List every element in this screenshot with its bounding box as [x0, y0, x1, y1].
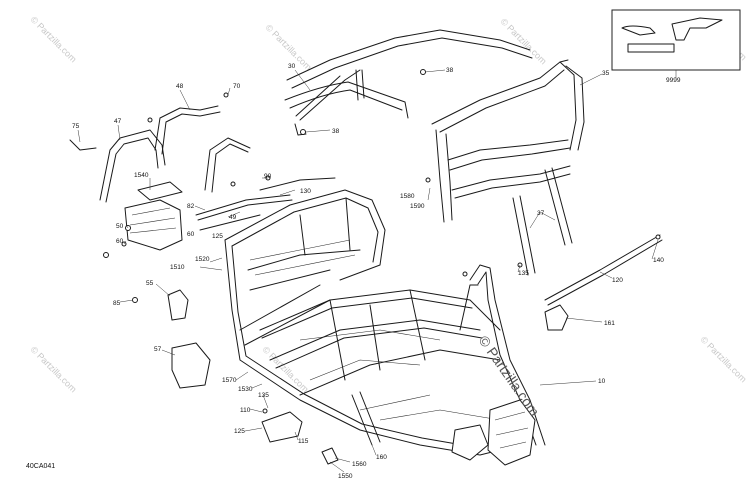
- callout-35: 35: [602, 70, 610, 77]
- callout-9999: 9999: [666, 77, 681, 84]
- front-bracket: [103, 181, 183, 258]
- callout-160: 160: [376, 454, 387, 461]
- callout-135: 135: [258, 392, 269, 399]
- main-frame: [224, 189, 546, 466]
- callout-85: 85: [113, 300, 121, 307]
- watermark-tile: © Partzilla.com: [29, 344, 79, 394]
- watermark-tile: © Partzilla.com: [29, 14, 79, 64]
- watermark-tile: © Partzilla.com: [499, 16, 549, 66]
- callout-1530: 1530: [238, 386, 253, 393]
- callout-1510: 1510: [170, 264, 185, 271]
- callout-161: 161: [604, 320, 615, 327]
- callout-60: 60: [187, 231, 195, 238]
- kit-plate: [627, 43, 675, 53]
- callout-125: 125: [234, 428, 245, 435]
- callout-60: 60: [116, 238, 124, 245]
- callout-75: 75: [72, 123, 80, 130]
- callout-1560: 1560: [352, 461, 367, 468]
- callout-70: 70: [233, 83, 241, 90]
- callout-30: 30: [288, 63, 296, 70]
- callout-82: 82: [187, 203, 195, 210]
- callout-140: 140: [653, 257, 664, 264]
- callout-1540: 1540: [134, 172, 149, 179]
- side-rails: [195, 177, 336, 231]
- callout-1550: 1550: [338, 473, 353, 480]
- callout-1590: 1590: [410, 203, 425, 210]
- callout-120: 120: [612, 277, 623, 284]
- callout-48: 48: [176, 83, 184, 90]
- callout-115: 115: [298, 438, 309, 445]
- hardware: [132, 69, 661, 414]
- callout-1580: 1580: [400, 193, 415, 200]
- callout-38: 38: [446, 67, 454, 74]
- roll-cage-roof: [284, 29, 585, 276]
- watermark-tile: © Partzilla.com: [261, 344, 311, 394]
- front-bars: [69, 105, 251, 203]
- callout-110: 110: [240, 407, 251, 414]
- callout-57: 57: [154, 346, 162, 353]
- brackets: [167, 234, 663, 465]
- callout-130: 130: [300, 188, 311, 195]
- callout-125: 125: [212, 233, 223, 240]
- callout-50: 50: [116, 223, 124, 230]
- callout-38: 38: [332, 128, 340, 135]
- watermark-tile: © Partzilla.com: [699, 334, 749, 384]
- callout-47: 47: [114, 118, 122, 125]
- kit-box-9999: [611, 9, 741, 71]
- diagram-code: 40CA041: [26, 463, 55, 470]
- callout-1520: 1520: [195, 256, 210, 263]
- callout-37: 37: [537, 210, 545, 217]
- callout-135: 135: [518, 270, 529, 277]
- callout-49: 49: [229, 214, 237, 221]
- callout-1570: 1570: [222, 377, 237, 384]
- callout-10: 10: [598, 378, 606, 385]
- leader-lines: [77, 69, 677, 473]
- callout-55: 55: [146, 280, 154, 287]
- callout-labels: 30 38 38 35 9999 48 70 75 47 1540 50 60 …: [72, 63, 681, 480]
- callout-90: 90: [264, 173, 272, 180]
